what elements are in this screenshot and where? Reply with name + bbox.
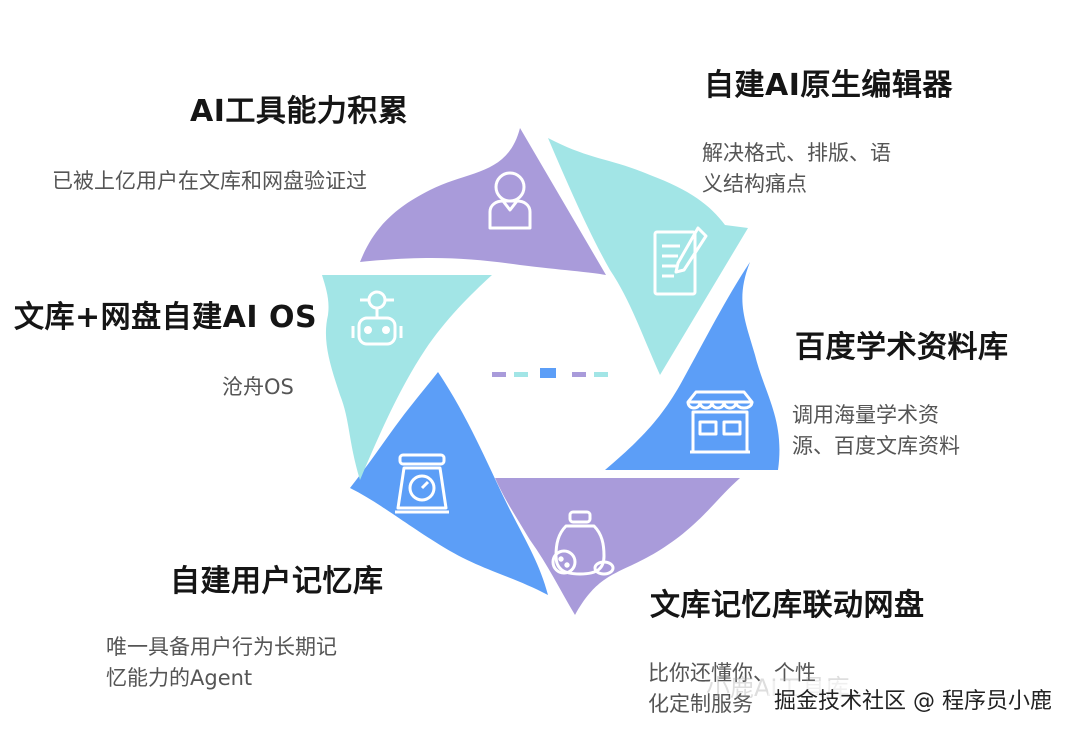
petal-tr xyxy=(548,138,748,375)
desc-r: 调用海量学术资 源、百度文库资料 xyxy=(792,400,960,462)
petal-r xyxy=(605,262,780,470)
desc-tr: 解决格式、排版、语 义结构痛点 xyxy=(702,138,891,200)
desc-r-line-2: 源、百度文库资料 xyxy=(792,434,960,458)
watermark: 掘金技术社区 @ 程序员小鹿 xyxy=(768,681,1058,717)
petal-br xyxy=(495,478,740,615)
desc-bl-line-2: 忆能力的Agent xyxy=(106,666,253,690)
desc-br-line-2: 化定制服务 xyxy=(648,692,753,716)
petal-bl xyxy=(350,372,548,595)
title-tr: 自建AI原生编辑器 xyxy=(704,68,953,103)
title-r: 百度学术资料库 xyxy=(795,330,1009,365)
center-dashes xyxy=(492,368,608,378)
title-l: 文库+网盘自建AI OS xyxy=(14,300,318,335)
desc-r-line-1: 调用海量学术资 xyxy=(792,403,939,427)
scale-icon xyxy=(395,453,449,514)
title-tl: AI工具能力积累 xyxy=(190,94,409,129)
desc-tr-line-1: 解决格式、排版、语 xyxy=(702,141,891,165)
desc-l-line-1: 沧舟OS xyxy=(222,375,294,399)
user-icon xyxy=(488,171,532,230)
desc-l: 沧舟OS xyxy=(222,372,294,403)
title-bl: 自建用户记忆库 xyxy=(170,564,384,599)
desc-tl: 已被上亿用户在文库和网盘验证过 xyxy=(52,166,367,197)
desc-tl-line-1: 已被上亿用户在文库和网盘验证过 xyxy=(52,169,367,193)
document-pencil-icon xyxy=(653,226,708,296)
desc-bl: 唯一具备用户行为长期记 忆能力的Agent xyxy=(106,632,337,694)
petal-l xyxy=(322,275,492,480)
store-icon xyxy=(686,390,754,454)
title-br: 文库记忆库联动网盘 xyxy=(650,588,925,623)
robot-icon xyxy=(351,290,403,346)
petal-tl xyxy=(360,128,606,275)
jars-icon xyxy=(551,510,615,576)
desc-tr-line-2: 义结构痛点 xyxy=(702,172,807,196)
desc-br: 比你还懂你、个性 化定制服务 xyxy=(648,658,816,720)
desc-bl-line-1: 唯一具备用户行为长期记 xyxy=(106,635,337,659)
